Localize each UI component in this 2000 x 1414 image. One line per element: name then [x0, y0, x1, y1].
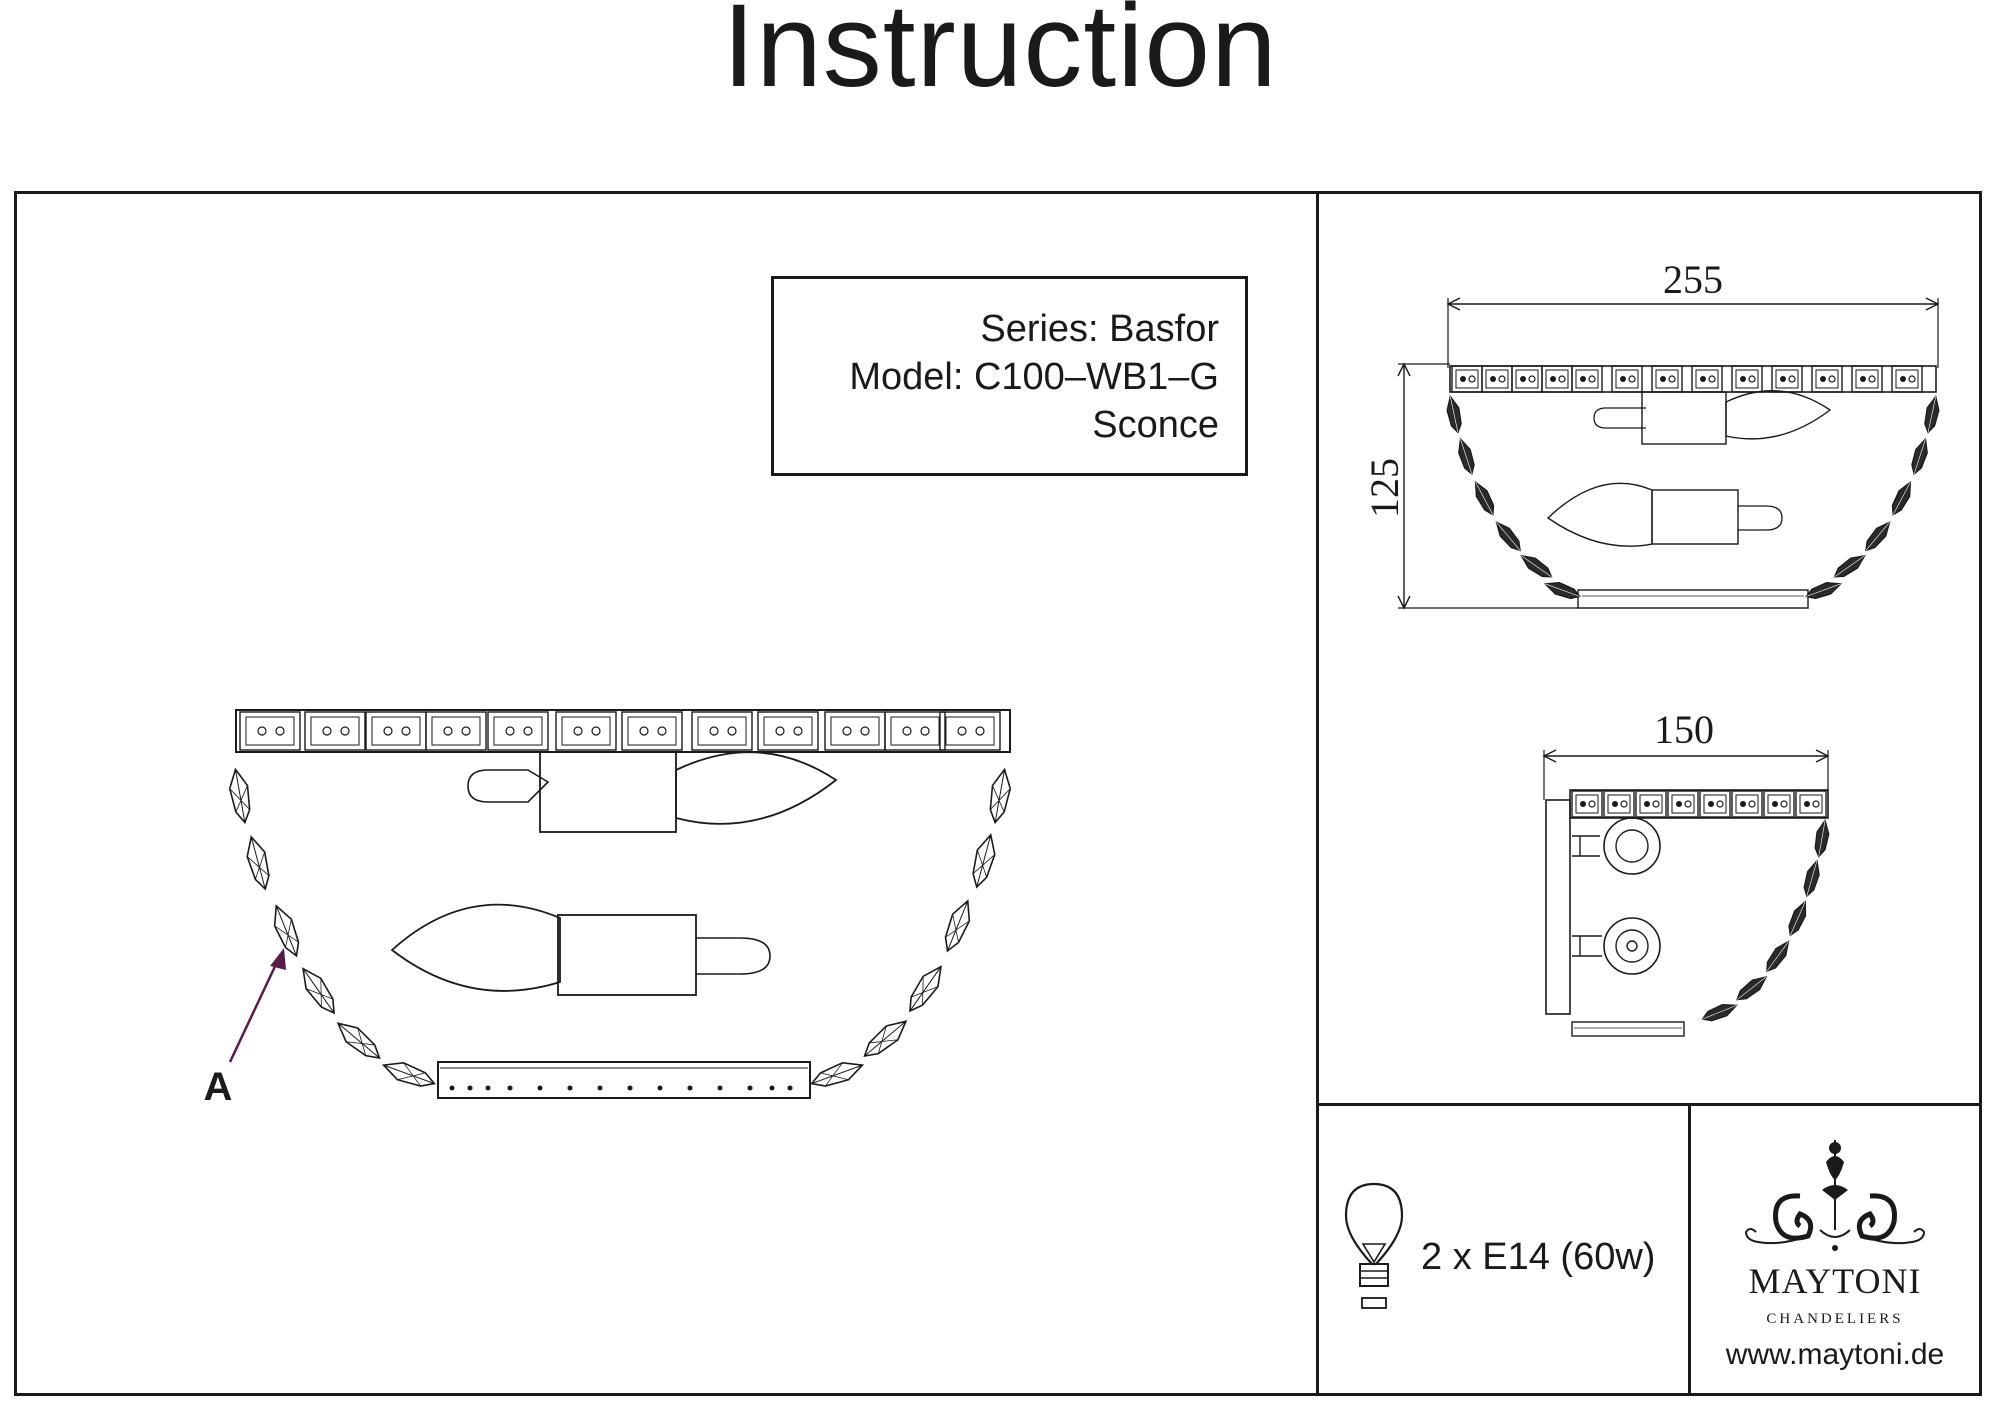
brand-name: MAYTONI	[1748, 1261, 1922, 1301]
bulb-spec-label: 2 x E14 (60w)	[1421, 1236, 1656, 1278]
frame-divider-horizontal	[1316, 1103, 1982, 1106]
sconce-dimension-front	[1397, 297, 1943, 610]
frame-divider-vertical	[1316, 191, 1319, 1396]
depth-dimension: 150	[1654, 707, 1714, 752]
brand-subtitle: CHANDELIERS	[1766, 1311, 1904, 1327]
model-info-box: Series: Basfor Model: C100–WB1–G Sconce	[771, 276, 1248, 476]
callout-label: A	[204, 1065, 233, 1109]
brand-website: www.maytoni.de	[1725, 1338, 1945, 1371]
series-label: Series: Basfor	[980, 308, 1219, 350]
type-label: Sconce	[1092, 404, 1219, 446]
sconce-front-view	[225, 709, 1015, 1099]
height-dimension: 125	[1362, 458, 1407, 518]
page-title: Instruction	[722, 0, 1278, 112]
sconce-side-view	[1542, 749, 1832, 1037]
drawing-frame	[14, 191, 1982, 1396]
bottom-cell-divider	[1688, 1103, 1691, 1396]
width-dimension: 255	[1663, 257, 1723, 302]
light-bulb-icon	[1344, 1182, 1404, 1309]
model-label: Model: C100–WB1–G	[849, 356, 1219, 398]
ornamental-chandelier-logo	[1744, 1140, 1926, 1251]
